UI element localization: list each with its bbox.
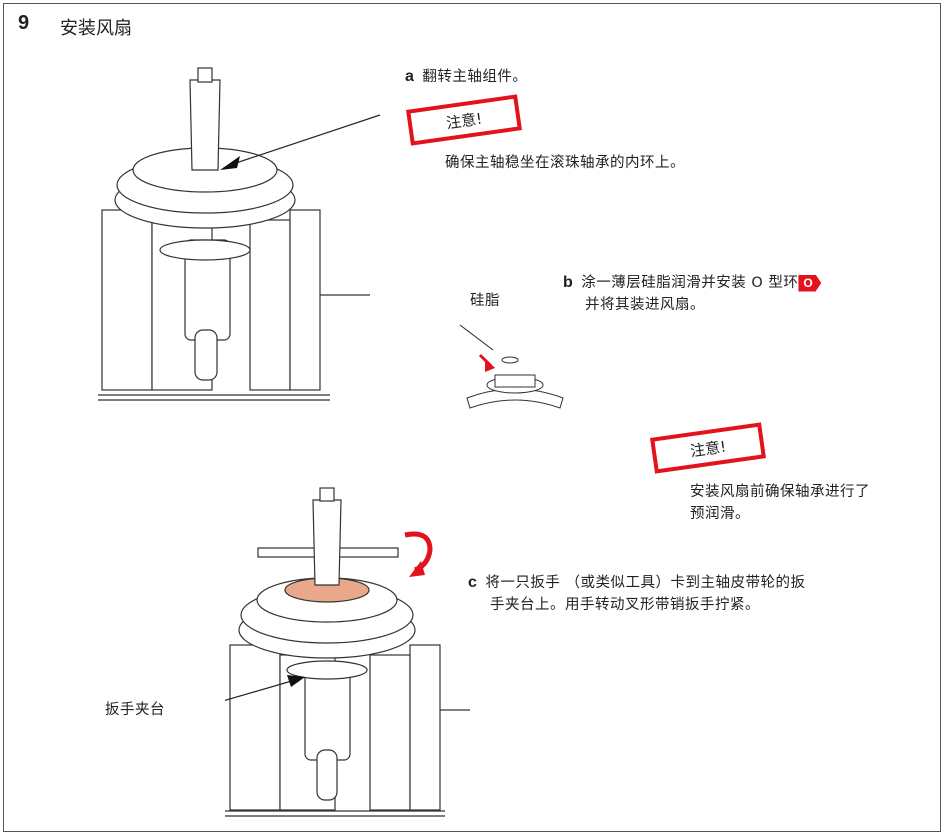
rotate-arrow-icon bbox=[404, 531, 433, 573]
o-ring-badge: O bbox=[798, 274, 822, 292]
pointer-arrow bbox=[229, 114, 381, 166]
step-number: 9 bbox=[18, 12, 30, 34]
spindle-illustration-c bbox=[225, 487, 470, 817]
fan-illustration bbox=[459, 324, 564, 409]
page-frame bbox=[3, 3, 941, 832]
caution-text-a: 确保主轴稳坐在滚珠轴承的内环上。 bbox=[445, 155, 685, 171]
step-title: 安装风扇 bbox=[60, 18, 132, 39]
wrench-flat-callout: 扳手夹台 bbox=[105, 702, 165, 718]
grease-callout: 硅脂 bbox=[470, 293, 500, 309]
caution-text-b: 安装风扇前确保轴承进行了预润滑。 bbox=[690, 484, 870, 522]
spindle-illustration-a bbox=[98, 67, 381, 401]
